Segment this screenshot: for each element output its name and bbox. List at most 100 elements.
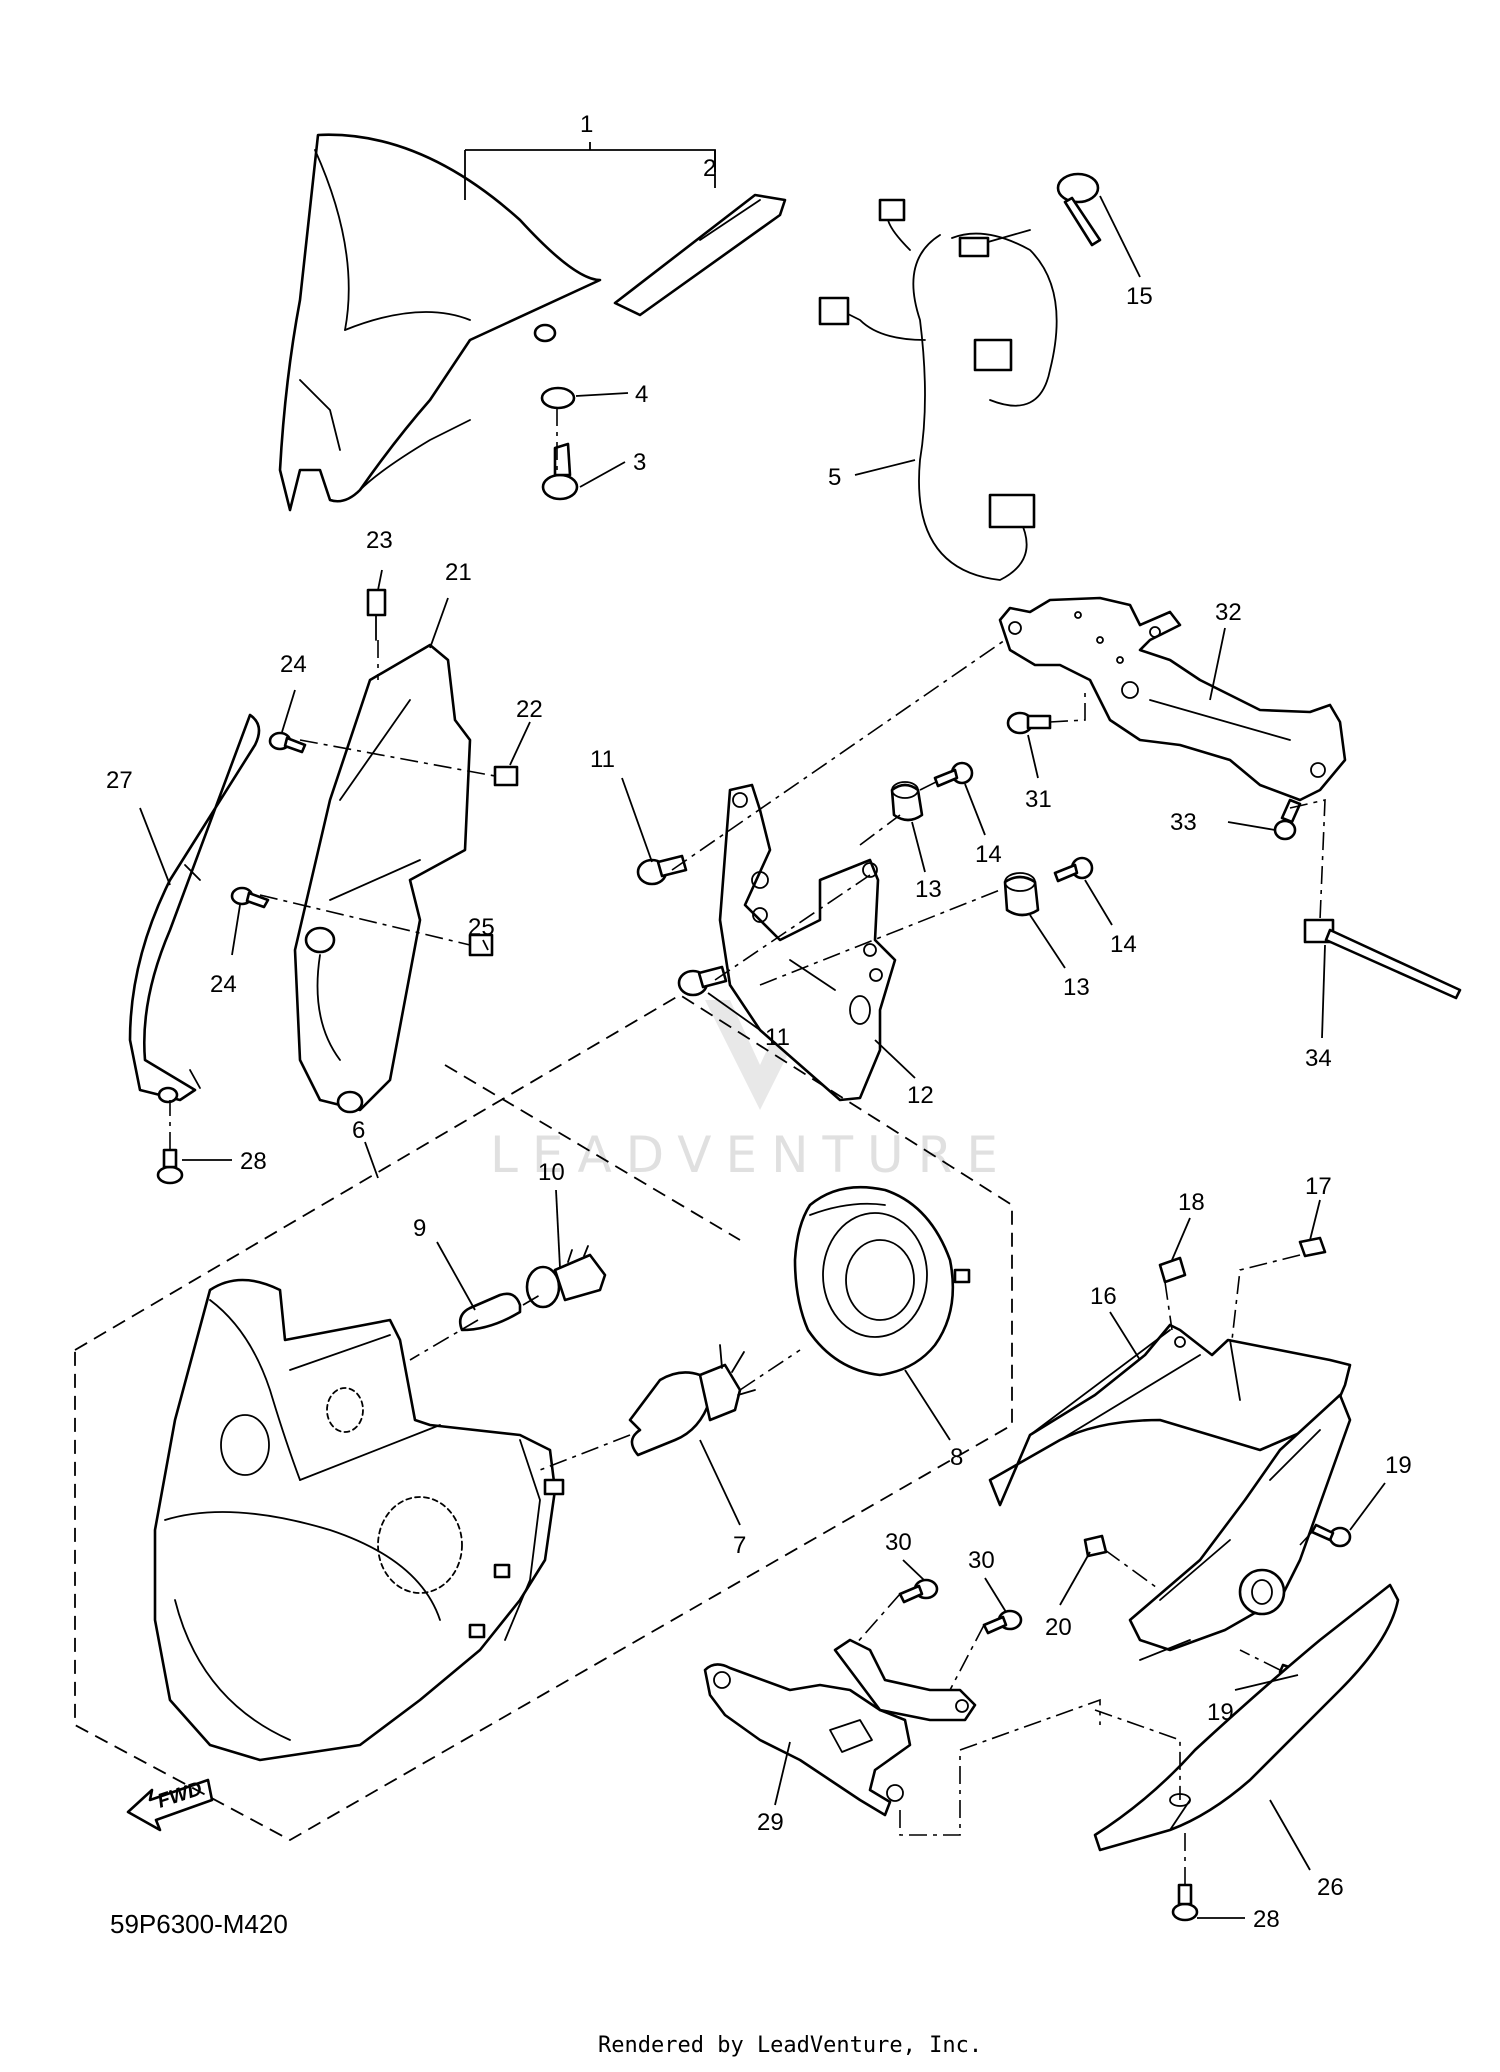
leader-32 xyxy=(1209,627,1226,701)
callout-11-lower: 11 xyxy=(765,1024,790,1051)
part-28-screw-left xyxy=(156,1148,184,1185)
leader-18 xyxy=(1171,1217,1191,1261)
callout-27: 27 xyxy=(106,767,133,794)
callout-7: 7 xyxy=(733,1532,746,1559)
leader-13-upper xyxy=(911,821,926,873)
part-28-screw-right xyxy=(1171,1883,1199,1922)
callout-30-left: 30 xyxy=(885,1529,912,1556)
leader-30-right xyxy=(984,1577,1007,1613)
assembly-line xyxy=(444,1064,741,1241)
part-12-bracket xyxy=(718,783,897,1102)
callout-labels: 1 2 3 4 5 15 23 21 22 24 24 25 27 28 11 … xyxy=(106,111,1412,1933)
part-16-inner-cowl xyxy=(1128,1393,1352,1661)
callout-22: 22 xyxy=(516,696,543,723)
leader-24-lower xyxy=(231,904,241,956)
part-1-mount-hole xyxy=(533,323,557,343)
callout-28-lower: 28 xyxy=(1253,1906,1280,1933)
leader-29 xyxy=(774,1741,791,1806)
leader-4 xyxy=(575,392,629,397)
assembly-line xyxy=(409,1319,479,1361)
part-4-washer xyxy=(540,386,576,410)
assembly-line xyxy=(522,1294,541,1306)
leader-14-upper xyxy=(964,783,986,836)
leader-13-lower xyxy=(1029,914,1066,969)
callout-32: 32 xyxy=(1215,599,1242,626)
callout-3: 3 xyxy=(633,449,646,476)
leader-17 xyxy=(1309,1199,1321,1241)
callout-24-upper: 24 xyxy=(280,651,307,678)
assembly-line xyxy=(739,1349,801,1391)
callout-23: 23 xyxy=(366,527,393,554)
part-16-cowl-upper xyxy=(988,1323,1352,1507)
leader-25 xyxy=(482,939,489,951)
part-5-wire-harness xyxy=(818,198,1058,581)
assembly-line xyxy=(1104,1549,1161,1591)
leader-22 xyxy=(509,721,531,766)
leader-6 xyxy=(364,1141,379,1179)
callout-30-right: 30 xyxy=(968,1547,995,1574)
callout-18: 18 xyxy=(1178,1189,1205,1216)
part-33-bolt xyxy=(1273,798,1302,841)
harness-connector xyxy=(958,236,990,258)
fwd-direction-arrow: FWD xyxy=(126,1778,214,1832)
leader-15 xyxy=(1099,195,1141,278)
assembly-line xyxy=(949,1624,985,1691)
assembly-line xyxy=(1299,1531,1313,1546)
callout-19-lower: 19 xyxy=(1207,1699,1234,1726)
leader-16 xyxy=(1109,1311,1141,1361)
part-11-bolt-lower xyxy=(677,965,728,997)
part-19-screw-upper xyxy=(1310,1523,1352,1548)
assembly-lines xyxy=(74,408,1326,1885)
part-29-bracket xyxy=(703,1638,977,1817)
leader-11-lower xyxy=(707,992,761,1031)
callout-21: 21 xyxy=(445,559,472,586)
callout-29: 29 xyxy=(757,1809,784,1836)
callout-9: 9 xyxy=(413,1215,426,1242)
leader-11-upper xyxy=(621,777,653,863)
callout-20: 20 xyxy=(1045,1614,1072,1641)
assembly-line xyxy=(259,894,471,946)
callout-33: 33 xyxy=(1170,809,1197,836)
leader-7 xyxy=(699,1439,741,1526)
part-24-screw-upper xyxy=(268,731,307,754)
part-15-band xyxy=(1056,172,1102,247)
leader-19-upper xyxy=(1349,1482,1386,1531)
part-24-screw-lower xyxy=(230,886,270,909)
callout-25: 25 xyxy=(468,914,495,941)
assembly-line xyxy=(671,639,1006,871)
assembly-line xyxy=(714,874,871,981)
part-8-bulb-cover xyxy=(793,1185,971,1377)
part-22-nut xyxy=(493,765,519,787)
render-credit: Rendered by LeadVenture, Inc. xyxy=(598,2033,982,2058)
leader-10 xyxy=(555,1189,561,1269)
leader-12 xyxy=(874,1039,916,1079)
part-34-cable-tie xyxy=(1303,918,1462,1000)
part-32-stay xyxy=(998,596,1347,802)
assembly-line xyxy=(1164,1281,1173,1331)
harness-connector xyxy=(818,296,850,326)
callout-34: 34 xyxy=(1305,1045,1332,1072)
assembly-line xyxy=(854,1593,901,1646)
leader-33 xyxy=(1227,821,1276,831)
part-30-bolt-left xyxy=(898,1578,939,1604)
callout-14-lower: 14 xyxy=(1110,931,1137,958)
part-2-emblem xyxy=(613,193,787,317)
callout-12: 12 xyxy=(907,1082,934,1109)
part-14-screw-upper xyxy=(933,761,974,788)
callout-11-upper: 11 xyxy=(590,746,615,773)
leader-19-lower xyxy=(1234,1674,1299,1691)
part-7-headlight-bulb xyxy=(628,1344,756,1457)
leader-24-upper xyxy=(281,689,296,733)
assembly-line xyxy=(539,1434,631,1471)
assembly-line xyxy=(1239,1649,1281,1671)
assembly-line xyxy=(759,889,1001,986)
leader-30-left xyxy=(902,1559,925,1581)
callout-31: 31 xyxy=(1025,786,1052,813)
leader-27 xyxy=(139,807,171,886)
leader-21 xyxy=(429,597,449,649)
part-30-bolt-right xyxy=(982,1609,1023,1635)
leader-34 xyxy=(1321,944,1326,1039)
assembly-line xyxy=(859,814,901,846)
callout-1: 1 xyxy=(580,111,593,138)
assembly-line xyxy=(1049,690,1086,723)
